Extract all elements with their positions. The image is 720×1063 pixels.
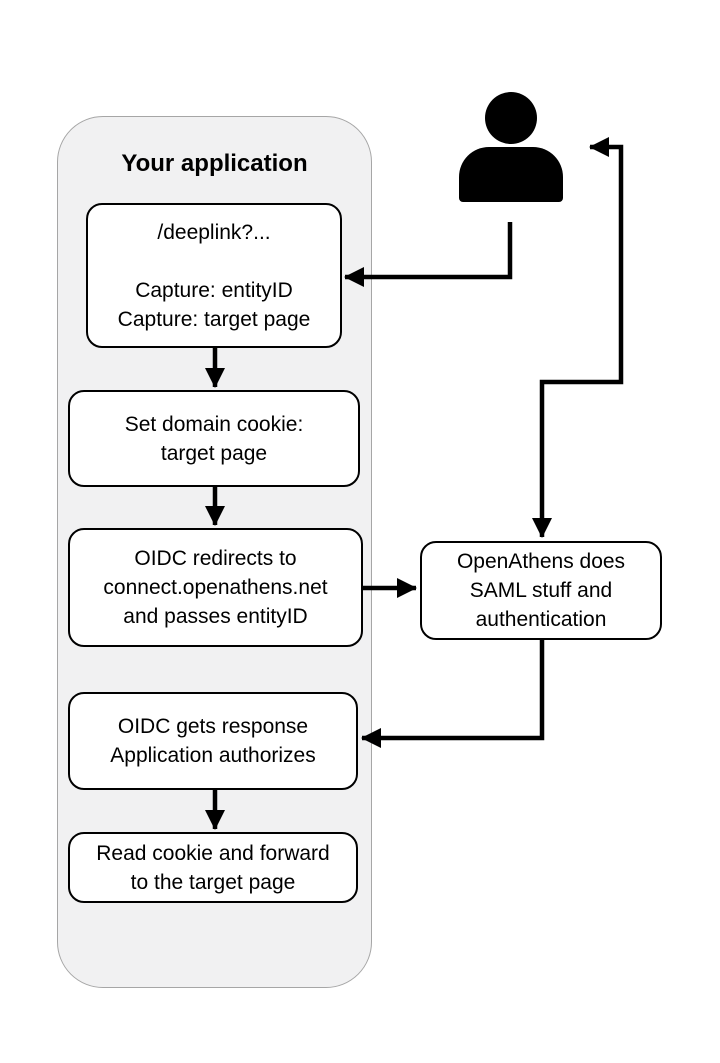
- user-icon: [459, 92, 563, 202]
- flow-node-set-domain-cookie: Set domain cookie: target page: [68, 390, 360, 487]
- node-text-line: and passes entityID: [123, 605, 308, 628]
- user-icon-head: [485, 92, 537, 144]
- node-text-line: Set domain cookie:: [124, 412, 304, 436]
- your-application-title: Your application: [121, 150, 308, 177]
- node-text-line: Read cookie and forward: [96, 841, 330, 865]
- node-text-line: target page: [160, 441, 268, 465]
- flow-node-read-cookie: Read cookie and forward to the target pa…: [68, 832, 358, 903]
- node-text-line: SAML stuff and: [469, 579, 613, 602]
- node-text-line: OIDC redirects to: [134, 547, 297, 570]
- node-text-line: Capture: target page: [117, 307, 311, 331]
- double-arrow-user-openathens: [532, 137, 624, 538]
- node-text-line: /deeplink?...: [157, 220, 271, 244]
- flow-node-oidc-redirect: OIDC redirects to connect.openathens.net…: [68, 528, 363, 647]
- flow-node-openathens-saml: OpenAthens does SAML stuff and authentic…: [420, 541, 662, 640]
- node-text-line: Capture: entityID: [135, 278, 293, 302]
- node-text-line: OIDC gets response: [117, 715, 309, 738]
- node-text-line: authentication: [475, 608, 607, 631]
- node-text-line: OpenAthens does: [456, 550, 626, 573]
- user-icon-body: [459, 147, 563, 202]
- node-text-line: Application authorizes: [110, 744, 316, 767]
- flow-node-oidc-response: OIDC gets response Application authorize…: [68, 692, 358, 790]
- flow-node-deeplink: /deeplink?... Capture: entityID Capture:…: [86, 203, 342, 348]
- arrow-openathens-to-oidc-response: [361, 640, 545, 748]
- arrow-user-to-deeplink: [344, 222, 513, 287]
- node-text-line: to the target page: [130, 870, 296, 894]
- node-text-line: connect.openathens.net: [103, 576, 328, 599]
